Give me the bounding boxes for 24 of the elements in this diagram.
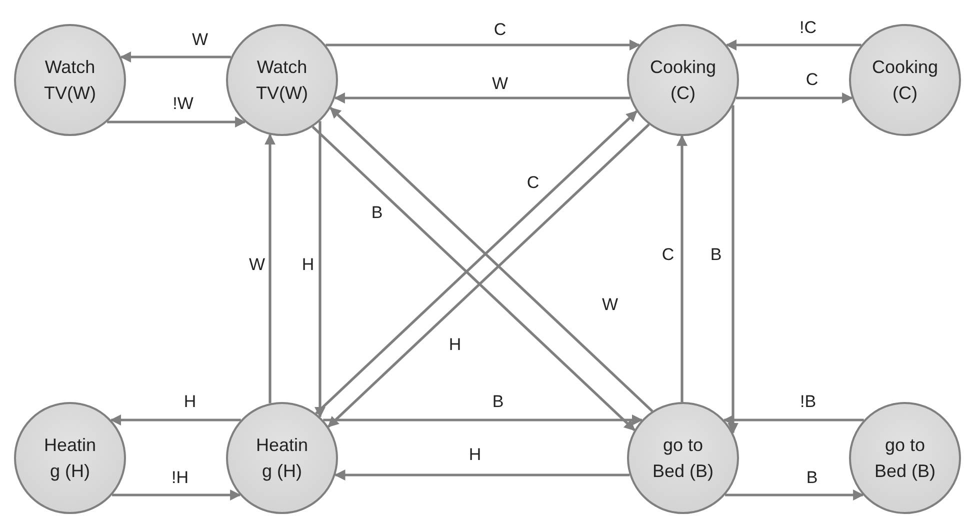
- state-label: Watch TV(W): [43, 56, 97, 105]
- arrow: [725, 490, 864, 500]
- arrow: [723, 414, 864, 426]
- arrow: [326, 40, 640, 50]
- state-label: Cooking (C): [870, 56, 940, 105]
- arrow: [112, 490, 242, 500]
- state-label: Watch TV(W): [255, 56, 309, 105]
- arrow: [323, 414, 643, 426]
- state-label: go to Bed (B): [651, 434, 715, 483]
- arrow: [334, 470, 630, 480]
- arrow: [264, 134, 276, 404]
- arrow: [107, 116, 246, 128]
- arrow: [726, 40, 862, 50]
- state-label: Heatin g (H): [254, 434, 310, 483]
- state-label: go to Bed (B): [873, 434, 937, 483]
- arrow: [334, 92, 630, 104]
- arrow: [676, 134, 688, 402]
- state-label: Heatin g (H): [42, 434, 98, 483]
- arrow: [736, 92, 854, 104]
- arrow: [110, 414, 241, 426]
- arrow: [314, 121, 326, 418]
- state-label: Cooking (C): [648, 56, 718, 105]
- arrow: [120, 52, 231, 62]
- arrow: [728, 105, 738, 434]
